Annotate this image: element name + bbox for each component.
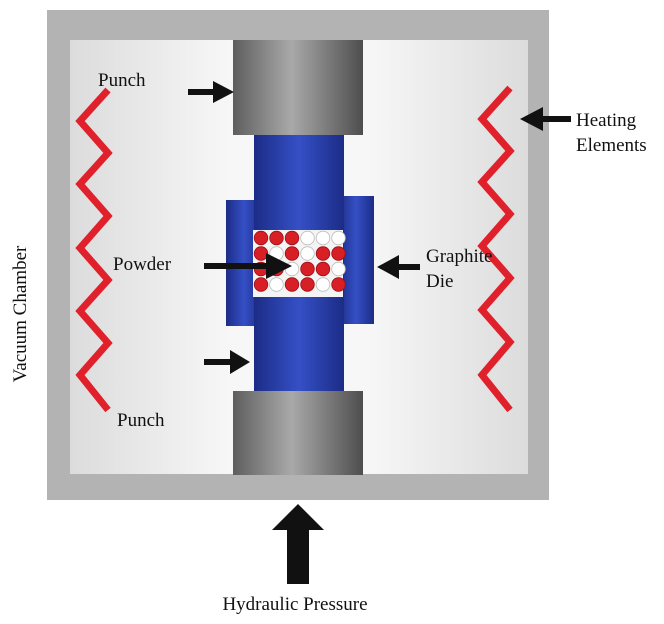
powder-particle (315, 277, 331, 292)
label-punch-top: Punch (98, 70, 146, 91)
powder-particle (284, 246, 300, 261)
label-elements: Elements (576, 135, 647, 156)
powder-particle (300, 261, 315, 277)
hydraulic-pressure-arrow (272, 504, 324, 584)
powder-particles (253, 230, 346, 292)
label-powder: Powder (113, 254, 172, 275)
powder-particle (315, 230, 331, 246)
powder-particle (300, 277, 315, 292)
label-die: Die (426, 271, 453, 292)
powder-particle (331, 261, 346, 277)
label-hydraulic-pressure: Hydraulic Pressure (222, 594, 367, 615)
powder-particle (284, 277, 300, 292)
arrow-to-graphite-die (377, 255, 420, 279)
powder-particle (269, 230, 284, 246)
powder-particle (284, 230, 300, 246)
bottom-punch (233, 391, 363, 475)
powder-particle (253, 277, 269, 292)
label-vacuum-chamber: Vacuum Chamber (10, 245, 31, 382)
label-punch-bottom: Punch (117, 410, 165, 431)
label-heating: Heating (576, 110, 637, 131)
label-graphite: Graphite (426, 246, 492, 267)
powder-particle (331, 277, 346, 292)
powder-particle (253, 246, 269, 261)
powder-particle (253, 230, 269, 246)
powder-particle (331, 230, 346, 246)
powder-particle (300, 230, 315, 246)
powder-particle (331, 246, 346, 261)
powder-particle (300, 246, 315, 261)
arrow-to-top-punch (188, 81, 234, 103)
powder-particle (315, 246, 331, 261)
top-punch (233, 40, 363, 135)
powder-particle (315, 261, 331, 277)
arrow-to-heating-elements (520, 107, 571, 131)
powder-particle (269, 277, 284, 292)
arrow-to-powder (204, 253, 292, 279)
heating-element-left (75, 87, 113, 413)
arrow-to-lower-die (204, 350, 250, 374)
heating-element-right (477, 85, 515, 413)
